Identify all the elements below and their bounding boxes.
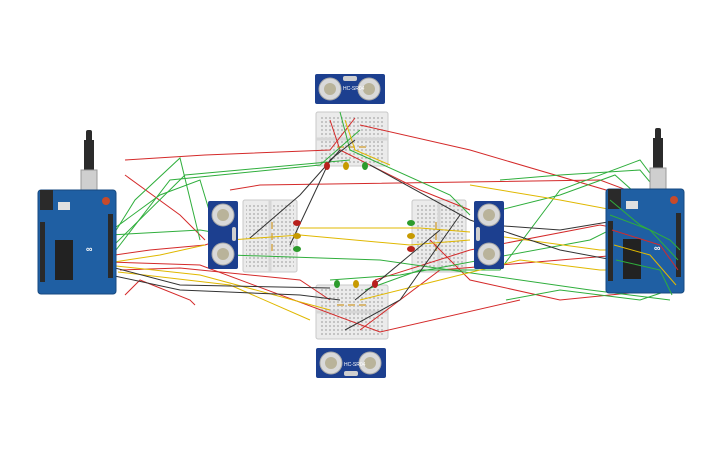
arduino-left[interactable]: ∞ [37,130,117,295]
usb-cable-icon [84,140,94,170]
sensor-right[interactable] [474,201,504,269]
breadboard-right [411,199,467,273]
sensor-bottom[interactable]: HC-SR04 [316,348,386,378]
led-yellow [407,233,415,239]
wires [109,111,681,333]
led-red [372,280,378,288]
led-green [407,220,415,226]
breadboard-bottom [315,284,389,340]
led-yellow [353,280,359,288]
lights-right [407,220,415,252]
arduino-logo-icon: ∞ [86,244,93,254]
lights-left [293,220,301,252]
led-green [334,280,340,288]
arduino-right[interactable]: ∞ [605,128,685,294]
led-yellow [293,233,301,239]
arduino-logo-icon: ∞ [654,243,661,253]
led-green [293,246,301,252]
breadboard-left [242,199,298,273]
led-red [324,162,330,170]
lights-top [324,162,368,170]
wires-right-bundle [609,199,681,296]
sensor-top[interactable]: HC-SR04 [315,74,385,104]
led-yellow [343,162,349,170]
usb-cable-icon [653,138,663,168]
led-green [362,162,368,170]
sensor-top-label: HC-SR04 [343,86,365,92]
lights-bottom [334,280,378,288]
sensor-bottom-label: HC-SR04 [344,362,366,368]
led-red [293,220,301,226]
resistors [271,146,437,306]
breadboard-top [315,111,389,167]
sensor-left[interactable] [208,201,238,269]
led-red [407,246,415,252]
